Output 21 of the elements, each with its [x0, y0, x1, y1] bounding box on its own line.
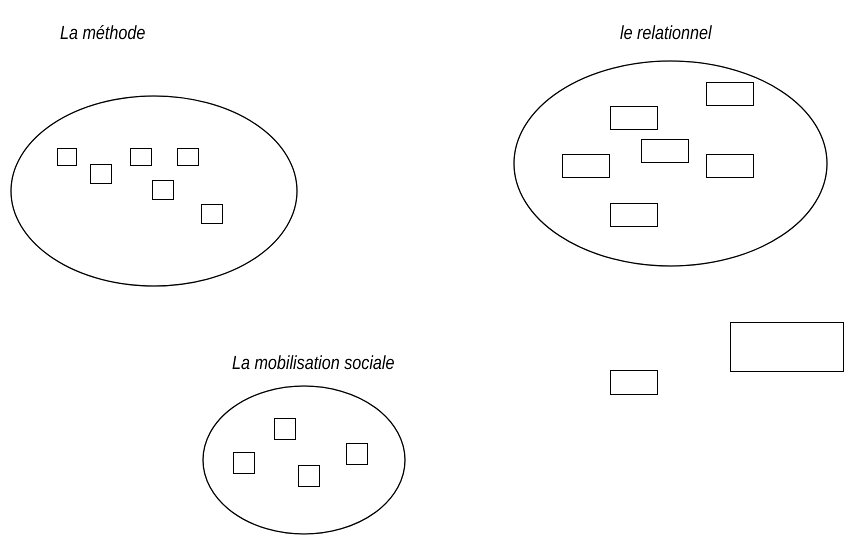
group-title: La mobilisation sociale — [232, 353, 394, 375]
empty-box — [233, 452, 255, 474]
empty-box — [610, 203, 658, 227]
group-title: La méthode — [60, 23, 146, 45]
empty-box — [346, 443, 368, 465]
empty-box — [610, 370, 658, 395]
empty-box — [610, 106, 658, 130]
empty-box — [57, 148, 77, 166]
empty-box — [130, 148, 152, 166]
empty-box — [201, 204, 223, 224]
empty-box — [706, 154, 754, 178]
empty-box — [90, 164, 112, 184]
empty-box — [298, 465, 320, 487]
empty-box — [562, 154, 610, 178]
empty-box — [706, 82, 754, 106]
empty-box — [177, 148, 199, 166]
empty-box — [730, 322, 844, 372]
empty-box — [152, 180, 174, 200]
empty-box — [274, 418, 296, 440]
empty-box — [641, 139, 689, 163]
group-title: le relationnel — [620, 23, 712, 45]
